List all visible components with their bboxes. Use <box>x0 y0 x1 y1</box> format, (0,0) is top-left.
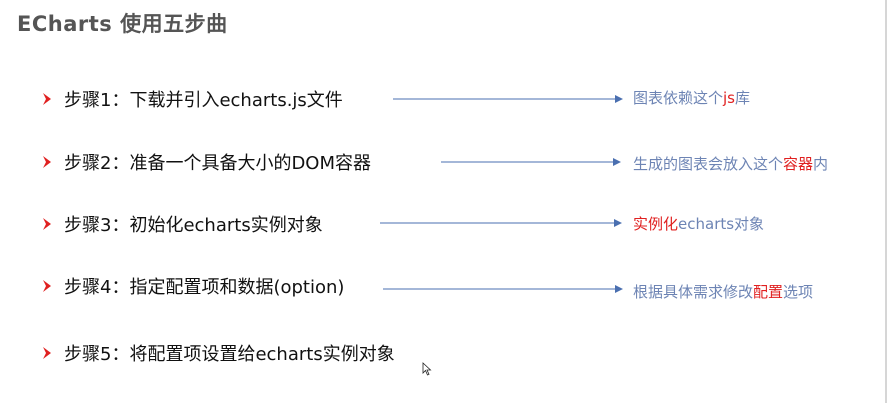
step-2-note: 生成的图表会放入这个容器内 <box>633 153 828 174</box>
page-title: ECharts 使用五步曲 <box>17 12 228 36</box>
step-3-note-text: echarts对象 <box>678 215 765 233</box>
step-3: 步骤3：初始化echarts实例对象 <box>40 212 323 236</box>
mouse-cursor-icon <box>422 362 432 376</box>
step-3-note-highlight: 实例化 <box>633 215 679 233</box>
step-2-note-suffix: 内 <box>813 155 829 173</box>
step-1-label: 步骤1：下载并引入echarts.js文件 <box>64 90 343 111</box>
step-4-label: 步骤4：指定配置项和数据(option) <box>64 277 345 298</box>
chevron-right-icon <box>43 280 51 292</box>
step-5: 步骤5：将配置项设置给echarts实例对象 <box>40 341 395 365</box>
step-3-arrow <box>380 218 622 228</box>
step-1-note-highlight: js <box>723 89 735 107</box>
step-4-note-suffix: 选项 <box>783 283 814 301</box>
step-2-note-highlight: 容器 <box>783 155 814 173</box>
step-1-arrow <box>393 94 623 104</box>
chevron-right-icon <box>43 218 51 230</box>
chevron-right-icon <box>43 156 51 168</box>
step-1-note: 图表依赖这个js库 <box>633 87 750 108</box>
step-1-note-text: 图表依赖这个 <box>633 89 724 107</box>
step-3-note: 实例化echarts对象 <box>633 213 764 234</box>
step-4: 步骤4：指定配置项和数据(option) <box>40 274 344 298</box>
step-2-note-text: 生成的图表会放入这个 <box>633 155 784 173</box>
step-1-note-suffix: 库 <box>735 89 751 107</box>
step-5-label: 步骤5：将配置项设置给echarts实例对象 <box>64 344 395 365</box>
chevron-right-icon <box>43 347 51 359</box>
step-4-note: 根据具体需求修改配置选项 <box>633 281 813 302</box>
chevron-right-icon <box>43 93 51 105</box>
step-1: 步骤1：下载并引入echarts.js文件 <box>40 87 343 111</box>
step-2: 步骤2：准备一个具备大小的DOM容器 <box>40 150 371 174</box>
step-4-note-text: 根据具体需求修改 <box>633 283 754 301</box>
step-3-label: 步骤3：初始化echarts实例对象 <box>64 215 323 236</box>
step-2-label: 步骤2：准备一个具备大小的DOM容器 <box>64 153 372 174</box>
step-2-arrow <box>441 157 621 167</box>
slide-edge <box>885 0 887 403</box>
step-4-note-highlight: 配置 <box>753 283 784 301</box>
step-4-arrow <box>383 284 623 294</box>
